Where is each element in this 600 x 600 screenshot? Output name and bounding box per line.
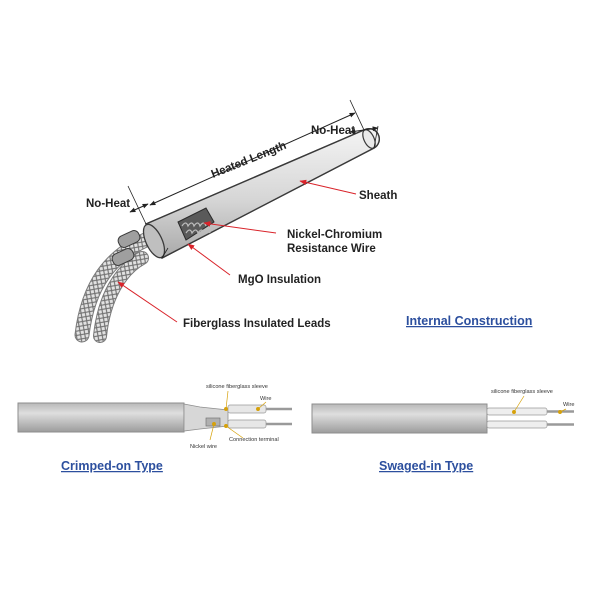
crimped-leaders	[209, 390, 267, 441]
sheath-arrow	[299, 179, 357, 195]
crimped-wire-label: Wire	[260, 396, 272, 402]
swaged-sleeve-label: silicone fiberglass sleeve	[491, 389, 553, 395]
wire-arrow	[203, 221, 277, 234]
internal-construction-title: Internal Construction	[406, 314, 532, 328]
fiberglass-leads-label: Fiberglass Insulated Leads	[183, 318, 331, 330]
swaged-in-cable	[311, 403, 574, 434]
insulation-arrow	[187, 243, 231, 276]
no-heat-left-label: No-Heat	[86, 198, 130, 210]
nickel-wire-label: Nickel wire	[190, 444, 217, 450]
dimension-lines	[127, 99, 379, 259]
crimped-sleeve-label: silicone fiberglass sleeve	[206, 384, 268, 390]
no-heat-right-label: No-Heat	[311, 125, 355, 137]
swaged-leaders	[512, 395, 567, 414]
crimped-on-cable	[17, 402, 292, 433]
leads-arrow	[117, 281, 178, 323]
mgo-insulation-label: MgO Insulation	[238, 274, 321, 286]
crimped-on-title: Crimped-on Type	[61, 459, 163, 473]
connection-terminal	[205, 417, 221, 427]
resistance-wire-label-2: Resistance Wire	[287, 243, 376, 255]
resistance-coil	[177, 207, 215, 241]
swaged-wire-label: Wire	[563, 402, 575, 408]
sheath-label: Sheath	[359, 190, 397, 202]
connection-terminal-label: Connection terminal	[229, 437, 279, 443]
resistance-wire-label-1: Nickel-Chromium	[287, 229, 382, 241]
swaged-in-title: Swaged-in Type	[379, 459, 473, 473]
callout-arrows	[117, 179, 357, 323]
